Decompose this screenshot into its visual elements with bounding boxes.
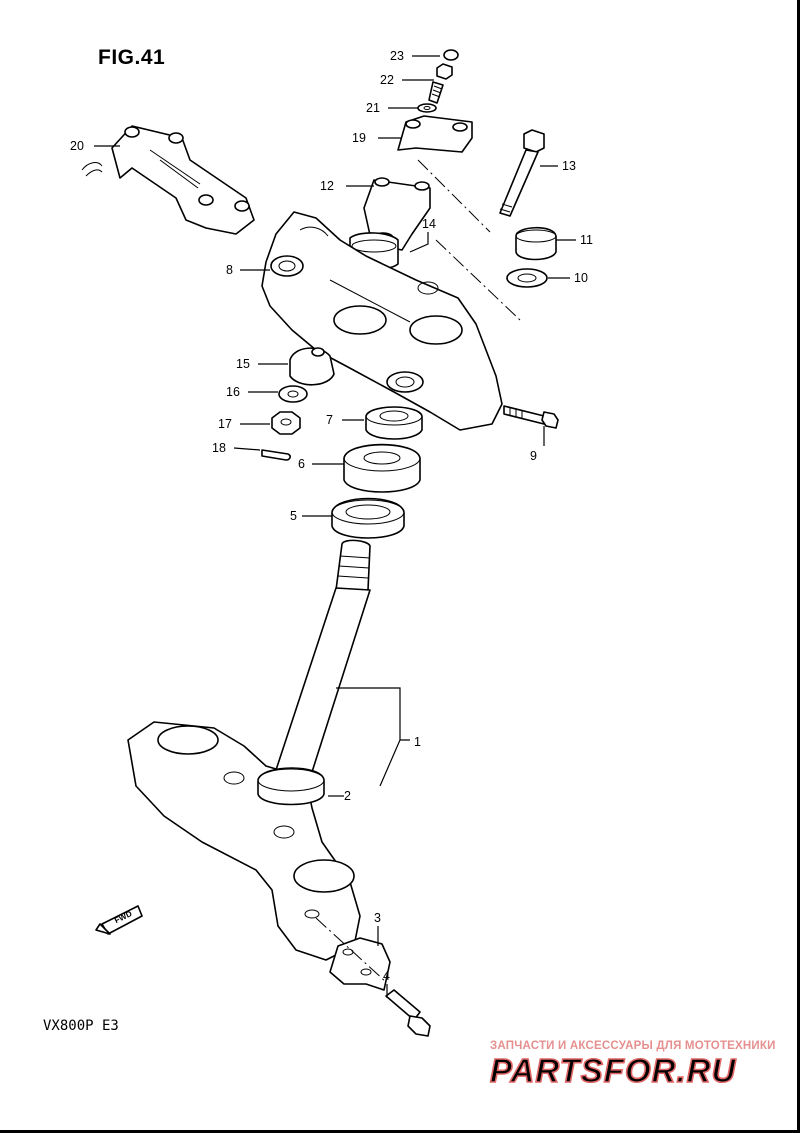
callout-8: 8	[226, 263, 233, 277]
callout-15: 15	[236, 357, 250, 371]
part-4-bolt	[385, 989, 431, 1037]
callout-5: 5	[290, 509, 297, 523]
fwd-arrow-icon: FWD	[95, 905, 143, 935]
part-3-bracket	[329, 937, 391, 991]
alignment-line-13	[417, 159, 491, 233]
callout-4: 4	[383, 969, 390, 983]
alignment-line-3	[315, 917, 387, 983]
part-23-cap	[443, 49, 459, 61]
part-20-handlebar-bracket	[81, 125, 255, 235]
part-9-bolt	[503, 405, 559, 429]
callout-bracket-1	[336, 687, 410, 787]
part-18-cotter-pin	[261, 449, 291, 461]
callout-6: 6	[298, 457, 305, 471]
part-8-upper-bracket	[261, 211, 503, 431]
watermark-subtitle: ЗАПЧАСТИ И АКСЕССУАРЫ ДЛЯ МОТОТЕХНИКИ	[490, 1040, 776, 1052]
callout-13: 13	[562, 159, 576, 173]
callout-1: 1	[414, 735, 421, 749]
figure-title: FIG.41	[98, 46, 166, 69]
callout-11: 11	[580, 233, 593, 247]
callout-20: 20	[70, 139, 84, 153]
callout-19: 19	[352, 131, 366, 145]
watermark-logo: PARTSFOR.RU	[489, 1051, 736, 1090]
part-11-cap-nut	[515, 226, 557, 261]
callout-leaders	[94, 55, 576, 998]
callout-3: 3	[374, 911, 381, 925]
callout-9: 9	[530, 449, 537, 463]
callout-12: 12	[320, 179, 334, 193]
callout-labels: 23 22 21 19 20 13 12 14 11 8 10 15 16 17…	[70, 49, 593, 983]
part-17-nut	[271, 411, 301, 435]
page-border-bottom	[0, 1130, 800, 1133]
model-label: VX800P E3	[43, 1018, 119, 1034]
callout-2: 2	[344, 789, 351, 803]
part-12-clamp	[363, 177, 431, 251]
part-22-bolt	[428, 63, 453, 104]
callout-14: 14	[422, 217, 436, 231]
callout-17: 17	[218, 417, 232, 431]
part-16-washer	[278, 385, 308, 403]
callout-23: 23	[390, 49, 404, 63]
part-15-cushion	[289, 347, 335, 386]
part-6-dust-seal	[343, 443, 421, 493]
alignment-line-10	[435, 239, 521, 321]
callout-10: 10	[574, 271, 588, 285]
part-21-washer	[417, 103, 437, 113]
callout-21: 21	[366, 101, 380, 115]
part-2-lower-bearing	[257, 767, 325, 806]
part-5-bearing	[331, 497, 405, 539]
part-1-steering-stem	[127, 539, 371, 961]
callout-7: 7	[326, 413, 333, 427]
watermark-logo-text: PARTSFOR.RU	[490, 1052, 736, 1089]
part-10-washer	[506, 268, 548, 288]
part-7-stem-nut	[365, 406, 423, 440]
part-19-upper-holder	[397, 115, 473, 153]
callout-18: 18	[212, 441, 226, 455]
callout-16: 16	[226, 385, 240, 399]
part-13-long-bolt	[499, 129, 545, 217]
callout-22: 22	[380, 73, 394, 87]
page-border-right	[797, 0, 800, 1133]
